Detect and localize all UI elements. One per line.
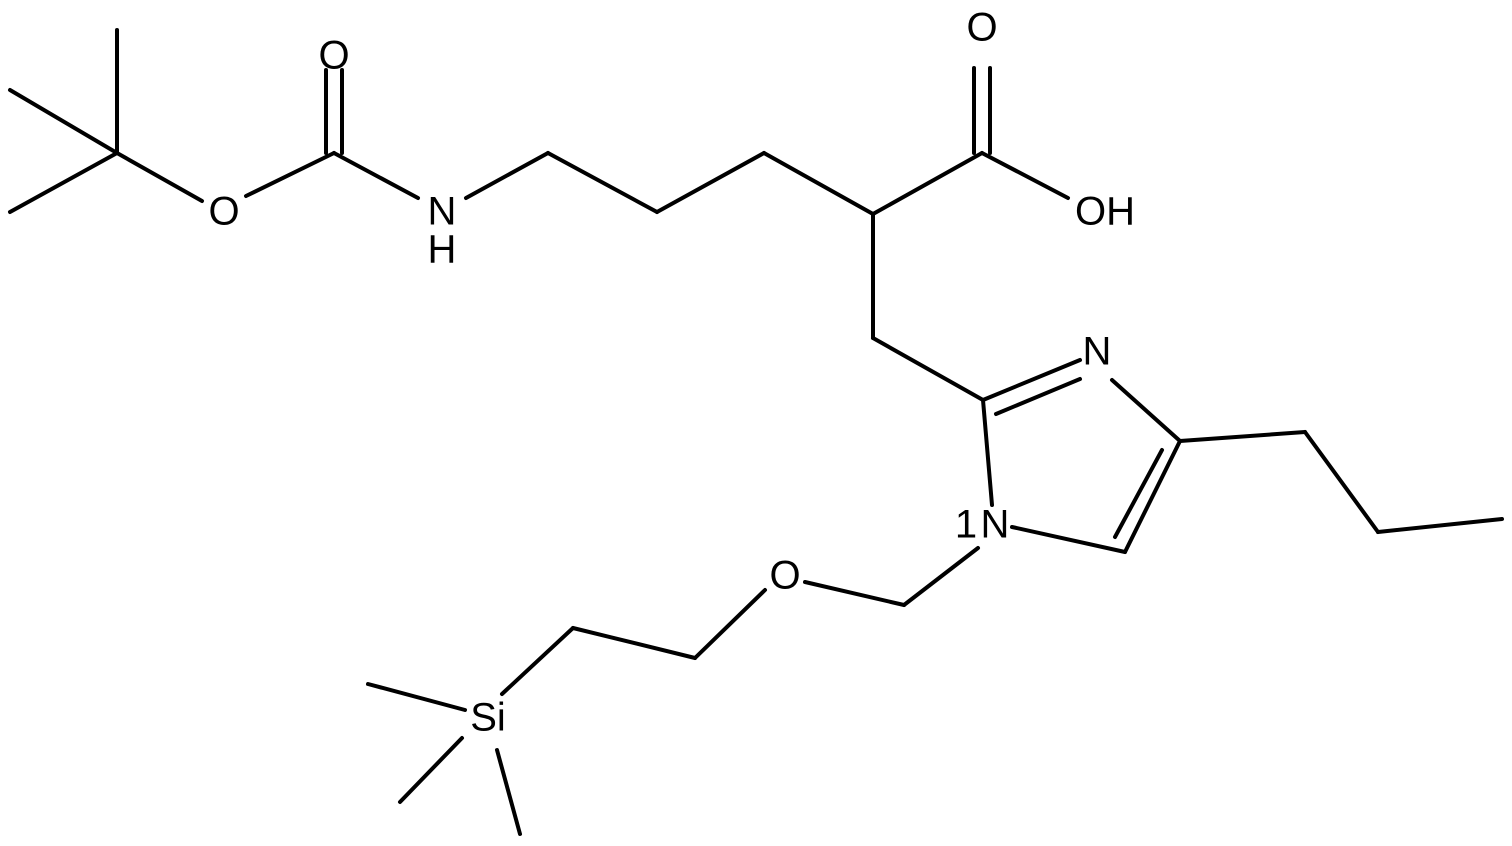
bond-propyl-c1-c2 xyxy=(1303,430,1380,534)
bond-ch2-to-imidazole-c2 xyxy=(871,336,985,402)
bond-tbu-to-ester-o xyxy=(115,151,204,203)
bond-alpha-c-to-acid-c xyxy=(871,151,984,216)
bond-imidazole-c4-c5-1 xyxy=(1123,439,1182,554)
atom-label-imidazole-n1: N xyxy=(981,503,1010,547)
bond-tbu-methyl-lower-left xyxy=(8,151,119,214)
bond-propyl-c2-c3 xyxy=(1376,517,1504,534)
bond-imidazole-c2-n3-1 xyxy=(981,358,1082,402)
bond-si-methyl-left xyxy=(366,682,467,712)
bond-sem-ch2-to-o xyxy=(803,580,906,607)
bond-si-methyl-lower-right xyxy=(495,748,522,836)
atom-label-sem-ether-o: O xyxy=(769,554,800,598)
atom-label-ester-o: O xyxy=(208,190,239,234)
atom-label-acid-hydroxyl: OH xyxy=(1075,190,1135,234)
atom-label-acid-carbonyl-o: O xyxy=(966,6,997,50)
bond-si-methyl-lower-left xyxy=(398,736,464,804)
bond-sem-o-to-ch2 xyxy=(693,588,767,660)
bond-chain-c3-alpha-c xyxy=(762,151,875,216)
bond-imidazole-n3-c4 xyxy=(1110,378,1182,443)
atom-label-imidazole-n1-locant: 1 xyxy=(955,503,977,547)
bond-carbonyl-c-to-nh xyxy=(332,151,420,200)
bond-chain-c1-c2 xyxy=(546,151,659,214)
bond-nh-to-chain-c1 xyxy=(464,151,550,200)
atom-label-imidazole-n3: N xyxy=(1083,330,1112,374)
bond-sem-ch2-ch2 xyxy=(571,626,697,660)
bond-imidazole-n1-c2 xyxy=(981,398,994,507)
bond-imidazole-c5-n1 xyxy=(1010,525,1127,554)
atom-label-amine-h: H xyxy=(428,228,457,272)
atom-label-boc-carbonyl-o: O xyxy=(318,34,349,78)
atom-labels: O O N H O OH N N 1 O Si xyxy=(208,6,1135,740)
bond-imidazole-c4-c5-2 xyxy=(1113,448,1164,539)
bond-sem-ch2-to-si xyxy=(500,626,575,696)
bond-imidazole-c2-n3-2 xyxy=(994,377,1082,416)
bond-n1-to-sem-ch2 xyxy=(902,546,980,607)
atom-label-silicon: Si xyxy=(470,696,506,740)
bond-chain-c2-c3 xyxy=(655,151,766,214)
bond-c4-to-propyl-c1 xyxy=(1178,430,1307,443)
bonds xyxy=(8,28,1504,836)
bond-acid-c-to-oh xyxy=(980,151,1070,200)
bond-ester-o-to-carbonyl-c xyxy=(244,151,336,198)
bond-tbu-methyl-upper-left xyxy=(8,88,119,155)
atom-label-amine-n: N xyxy=(428,190,457,234)
